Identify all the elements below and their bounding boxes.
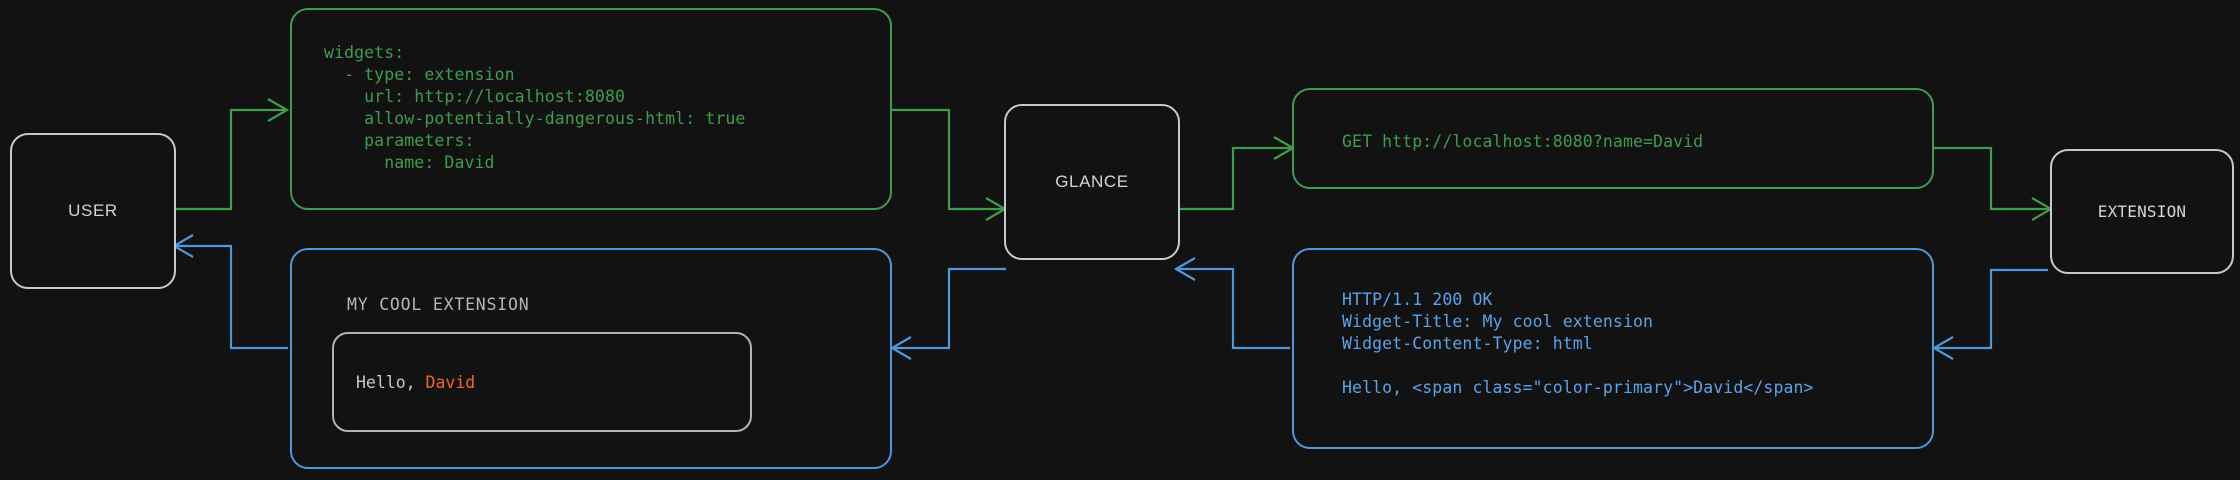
wire-user-to-config [172, 108, 286, 211]
arrowhead-to-config [267, 98, 290, 122]
panel-rendered-widget: MY COOL EXTENSION Hello, David [290, 248, 892, 469]
wire-widget-to-user [174, 244, 288, 350]
widget-content-card: Hello, David [332, 332, 752, 432]
http-response-code: HTTP/1.1 200 OK Widget-Title: My cool ex… [1342, 290, 1814, 397]
arrowhead-to-glance [985, 197, 1008, 221]
node-extension[interactable]: EXTENSION [2050, 149, 2234, 274]
node-user[interactable]: USER [10, 133, 176, 289]
widget-title-label: MY COOL EXTENSION [347, 295, 530, 314]
widget-greeting-accent: David [425, 373, 476, 392]
arrowhead-to-extension [2031, 197, 2054, 221]
node-glance-label: GLANCE [1055, 172, 1129, 191]
http-request-code: GET http://localhost:8080?name=David [1342, 132, 1704, 151]
panel-config-yaml: widgets: - type: extension url: http://l… [290, 8, 892, 210]
panel-http-request: GET http://localhost:8080?name=David [1292, 88, 1934, 189]
node-extension-label: EXTENSION [2097, 202, 2187, 221]
arrowhead-to-request [1273, 136, 1296, 160]
wire-glance-to-request [1176, 146, 1292, 211]
arrowhead-to-user [171, 234, 194, 258]
arrowhead-to-glance-blue [1173, 257, 1196, 281]
node-user-label: USER [68, 201, 118, 220]
wire-request-to-extension [1934, 146, 2050, 211]
panel-http-response: HTTP/1.1 200 OK Widget-Title: My cool ex… [1292, 248, 1934, 449]
wire-extension-to-response [1934, 268, 2048, 350]
arrowhead-to-response [1931, 336, 1954, 360]
node-glance[interactable]: GLANCE [1004, 104, 1180, 260]
wire-response-to-glance [1176, 267, 1290, 350]
wire-config-to-glance [892, 108, 1004, 211]
wire-glance-to-widget [892, 267, 1006, 350]
arrowhead-to-widget [889, 336, 912, 360]
widget-greeting-prefix: Hello, [356, 373, 426, 392]
config-yaml-code: widgets: - type: extension url: http://l… [324, 43, 746, 172]
widget-greeting-text: Hello, David [356, 373, 475, 392]
